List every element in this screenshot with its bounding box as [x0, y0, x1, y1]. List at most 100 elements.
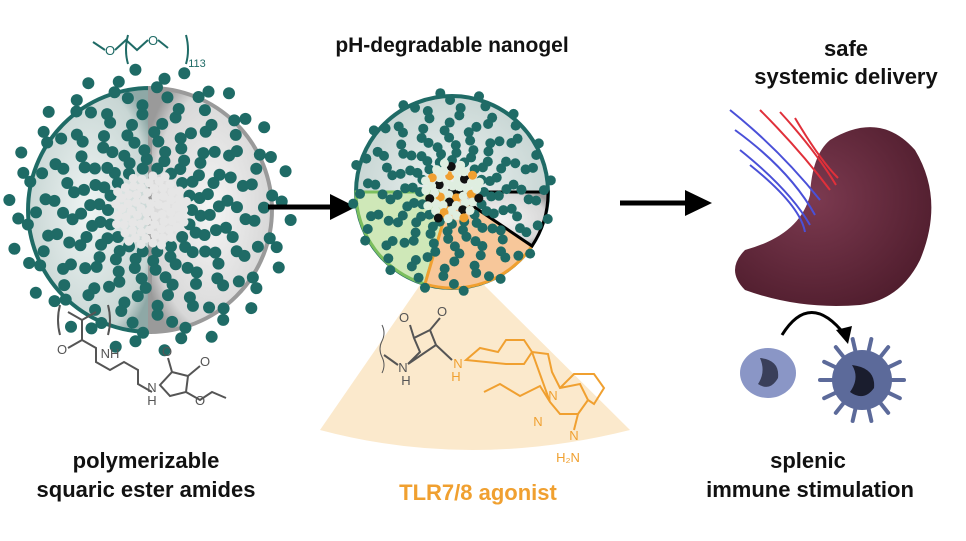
core-bead — [124, 190, 134, 200]
core-bead — [175, 186, 185, 196]
peg-bead — [176, 230, 189, 243]
peg-bead — [449, 256, 460, 267]
activated-dendritic-cell — [818, 337, 906, 423]
peg-bead — [115, 304, 128, 317]
core-bead — [160, 172, 170, 182]
peg-bead — [129, 252, 142, 265]
right-title-line1: safe — [824, 36, 868, 61]
peg-bead — [192, 90, 205, 103]
peg-bead — [17, 166, 30, 179]
peg-bead — [108, 86, 121, 99]
peg-bead — [545, 175, 556, 186]
dendrite — [850, 337, 858, 355]
peg-bead — [419, 282, 430, 293]
peg-bead — [205, 330, 218, 343]
dendrite — [866, 405, 874, 423]
peg-bead — [439, 125, 450, 136]
peg-bead — [85, 322, 98, 335]
peg-bead — [483, 271, 494, 282]
core-bead — [161, 201, 171, 211]
peg-bead — [48, 295, 61, 308]
peg-repeat-count: 113 — [188, 58, 206, 70]
peg-bead — [198, 229, 211, 242]
peg-bead — [109, 253, 122, 266]
peg-bead — [348, 198, 359, 209]
peg-bead — [542, 214, 553, 225]
peg-bead — [399, 237, 410, 248]
core-bead — [179, 205, 189, 215]
peg-bead — [279, 165, 292, 178]
core-bead — [158, 191, 168, 201]
monomer-atom-n: N — [147, 380, 156, 395]
core-bead — [432, 165, 442, 175]
peg-bead — [416, 151, 427, 162]
peg-bead — [383, 215, 394, 226]
peg-bead — [158, 155, 171, 168]
peg-bead — [498, 205, 509, 216]
peg-bead — [430, 246, 441, 257]
peg-bead — [136, 99, 149, 112]
peg-bead — [156, 117, 169, 130]
peg-bead — [513, 250, 524, 261]
peg-bead — [63, 236, 76, 249]
peg-bead — [34, 259, 47, 272]
peg-bead — [377, 189, 388, 200]
peg-bead — [407, 182, 418, 193]
peg-bead — [512, 211, 523, 222]
peg-bead — [393, 121, 404, 132]
peg-bead — [207, 176, 220, 189]
core-bead — [154, 200, 164, 210]
monomer-atom-o3: O — [200, 354, 210, 369]
peg-bead — [284, 214, 297, 227]
peg-bead — [479, 187, 489, 197]
dendrite — [877, 345, 891, 361]
peg-bead — [495, 273, 506, 284]
peg-bead — [480, 101, 491, 112]
peg-bead — [39, 193, 52, 206]
peg-bead — [68, 186, 81, 199]
core-bead — [431, 199, 441, 209]
peg-bead — [203, 301, 216, 314]
core-bead — [135, 219, 145, 229]
core-bead — [126, 206, 136, 216]
peg-bead — [494, 136, 505, 147]
peg-bead — [512, 133, 523, 144]
peg-bead — [97, 141, 110, 154]
core-bead — [142, 188, 152, 198]
peg-bead — [194, 156, 207, 169]
peg-bead — [219, 221, 232, 234]
peg-bead — [239, 112, 252, 125]
peg-bead — [70, 128, 83, 141]
peg-bead — [250, 162, 263, 175]
peg-bead — [385, 194, 396, 205]
agonist-atom-h2n: H₂N — [556, 450, 580, 465]
peg-bead — [475, 250, 486, 261]
peg-bead — [523, 194, 534, 205]
core-bead — [434, 180, 444, 190]
peg-bead — [500, 252, 511, 263]
peg-bead — [57, 262, 70, 275]
agonist-fan — [320, 285, 630, 450]
monomer-atom-o2: O — [162, 344, 172, 359]
peg-bead — [253, 148, 266, 161]
immature-immune-cell — [740, 348, 796, 398]
peg-bead — [82, 77, 95, 90]
core-bead — [472, 184, 482, 194]
core-bead — [452, 211, 462, 221]
peg-bead — [221, 194, 234, 207]
peg-bead — [186, 246, 199, 259]
core-bead — [131, 197, 141, 207]
core-bead — [164, 225, 174, 235]
peg-bead — [103, 280, 116, 293]
peg-bead — [126, 316, 139, 329]
peg-bead — [245, 178, 258, 191]
core-bead — [148, 171, 158, 181]
monomer-atom-o4: O — [195, 393, 205, 408]
right-caption-line1: splenic — [770, 448, 846, 473]
peg-bead — [49, 158, 62, 171]
peg-bead — [126, 118, 139, 131]
core-bead — [174, 194, 184, 204]
peg-bead — [474, 91, 485, 102]
peg-bead — [135, 272, 148, 285]
precursor-nanoparticle — [3, 63, 297, 357]
